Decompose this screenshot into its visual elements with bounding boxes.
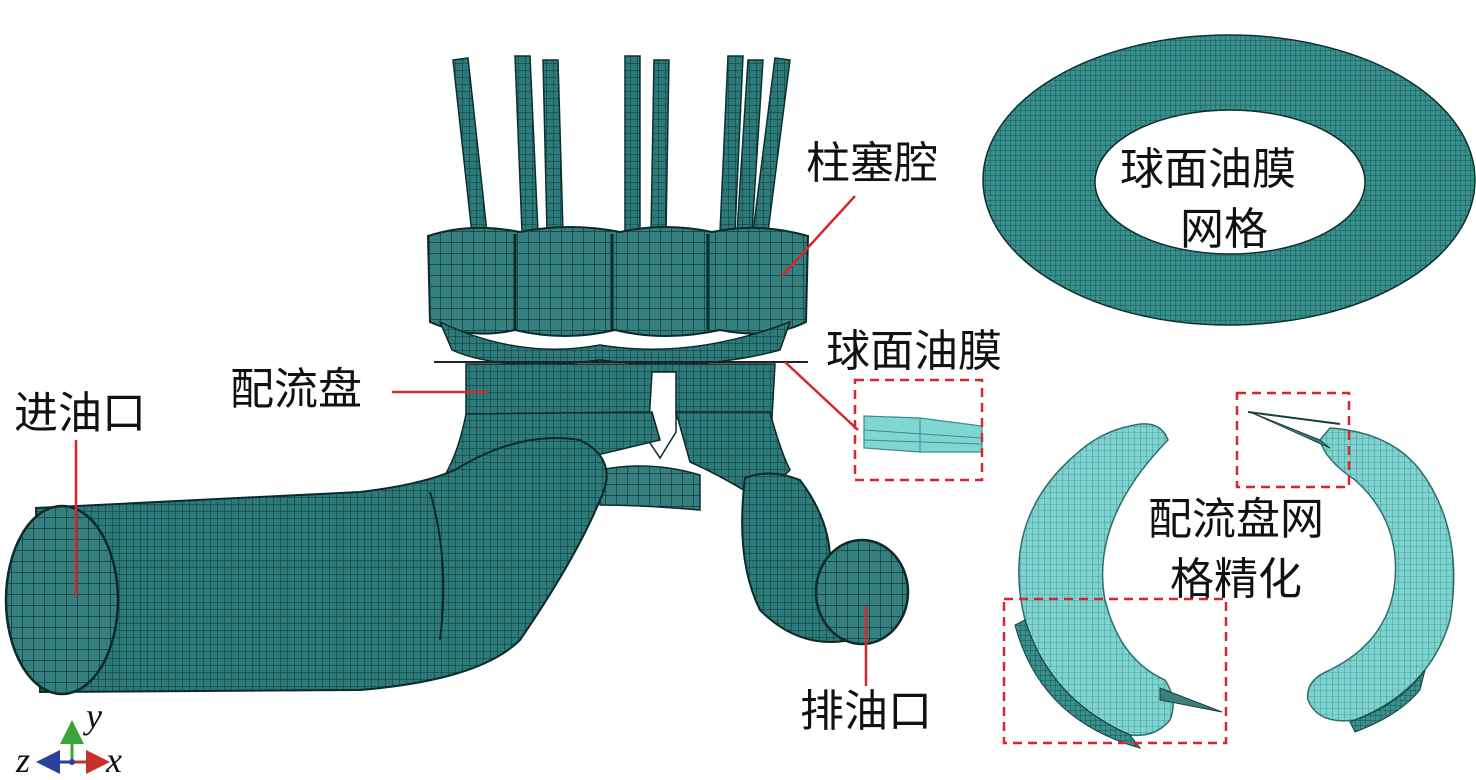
refine-zoom-box-bottom: [1002, 597, 1228, 745]
label-plunger-chamber: 柱塞腔: [806, 138, 938, 189]
film-zoom-box: [853, 378, 984, 482]
leader-spherical-film: [784, 361, 859, 431]
label-inlet: 进油口: [14, 388, 146, 439]
leader-lines: [74, 195, 868, 686]
spherical-film-inset: [863, 415, 983, 453]
outlet-pipe: [741, 472, 910, 646]
plunger-rods: [452, 55, 791, 235]
axis-y-label: y: [86, 696, 102, 736]
inlet-pipe: [4, 437, 608, 696]
label-outlet: 排油口: [800, 686, 932, 737]
axis-z-label: z: [16, 740, 31, 780]
label-valve-plate: 配流盘: [230, 364, 362, 415]
label-valve-plate-refine-line2: 格精化: [1170, 554, 1302, 605]
label-spherical-film: 球面油膜: [826, 326, 1002, 377]
axis-x-label: x: [106, 740, 122, 780]
label-spherical-film-mesh-line2: 网格: [1180, 204, 1268, 255]
label-spherical-film-mesh-line1: 球面油膜: [1120, 144, 1296, 195]
leader-plunger-chamber: [781, 195, 856, 277]
refine-zoom-box-top: [1235, 391, 1351, 489]
plunger-chambers: [426, 226, 810, 365]
valve-plate-refined-mesh: [1014, 411, 1455, 749]
axis-triad: [36, 720, 110, 774]
spherical-film-mesh-ring: [982, 34, 1476, 326]
label-valve-plate-refine-line1: 配流盘网: [1148, 494, 1324, 545]
pump-flow-domain-mesh: [4, 55, 910, 696]
